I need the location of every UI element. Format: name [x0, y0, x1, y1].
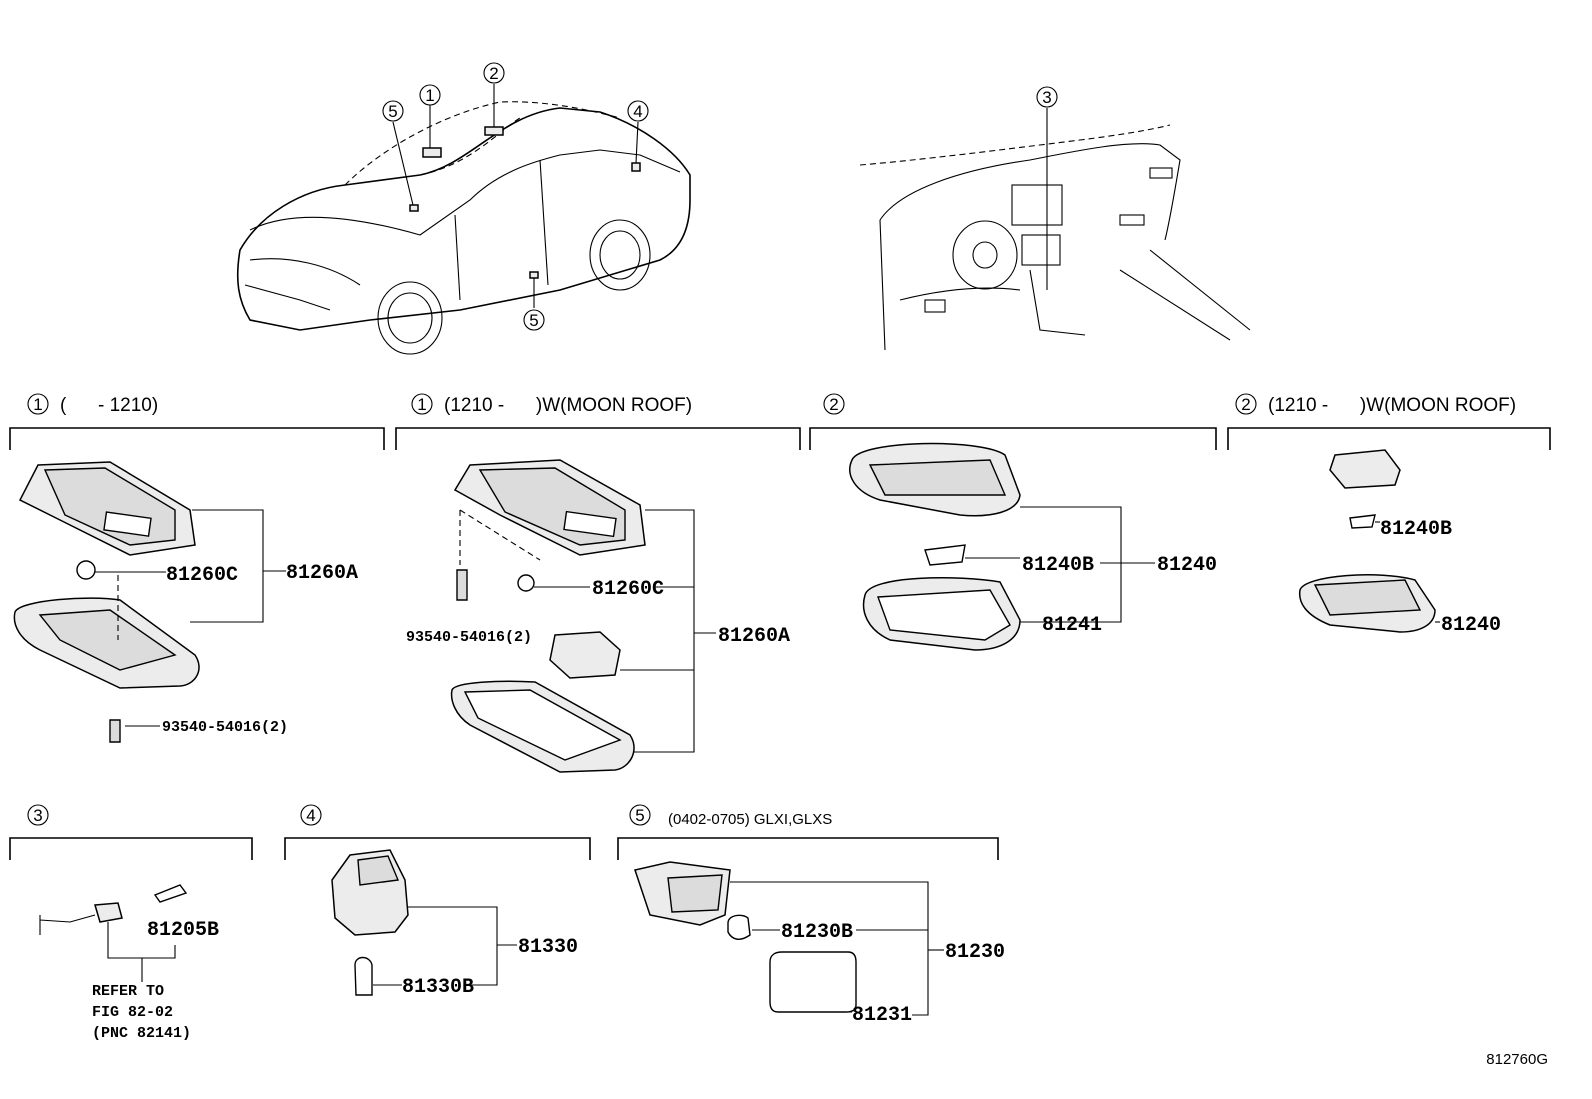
part-81260A-moonroof: 81260A	[718, 625, 790, 648]
section-2-moon-roof: 2 (1210 - )W(MOON ROOF) 81240B 81240	[1227, 393, 1551, 637]
figure-id: 812760G	[1486, 1051, 1548, 1068]
refer-note-line-1: REFER TO	[92, 983, 164, 1000]
refer-note-line-2: FIG 82-02	[92, 1004, 173, 1021]
part-81330: 81330	[518, 936, 578, 959]
car-overview-illustration	[236, 84, 691, 355]
part-93540-pre: 93540-54016(2)	[162, 719, 288, 736]
callout-circle-4	[627, 100, 649, 122]
section-1b-number: 1	[417, 395, 426, 414]
part-81230B: 81230B	[781, 921, 853, 944]
part-81241: 81241	[1042, 614, 1102, 637]
part-81240-standard: 81240	[1157, 554, 1217, 577]
part-81240B-standard: 81240B	[1022, 554, 1094, 577]
section-1b-title: (1210 - )W(MOON ROOF)	[444, 395, 692, 416]
section-1a-title: ( - 1210)	[60, 395, 158, 416]
part-93540-moonroof: 93540-54016(2)	[406, 629, 532, 646]
part-81330B: 81330B	[402, 976, 474, 999]
section-3-number: 3	[33, 806, 42, 825]
section-1-moon-roof: 1 (1210 - )W(MOON ROOF) 81260C 81260A 93…	[395, 393, 801, 773]
refer-note-line-3: (PNC 82141)	[92, 1025, 191, 1042]
part-81240B-moonroof: 81240B	[1380, 518, 1452, 541]
section-5-title: (0402-0705) GLXI,GLXS	[668, 811, 832, 828]
part-81260A-pre: 81260A	[286, 562, 358, 585]
section-1-pre-1210: 1 ( - 1210) 81260A 81260C 93540-54016(2)	[9, 393, 385, 743]
section-4-number: 4	[306, 806, 315, 825]
callout-label-2: 2	[489, 64, 498, 83]
callout-label-4: 4	[633, 102, 642, 121]
section-5-number: 5	[635, 806, 644, 825]
section-2b-title: (1210 - )W(MOON ROOF)	[1268, 395, 1516, 416]
callout-circle-2	[483, 62, 505, 84]
callout-label-5-top: 5	[388, 102, 397, 121]
section-2-standard: 2 81240B 81240 81241	[809, 393, 1217, 651]
part-81205B: 81205B	[147, 919, 219, 942]
part-81260C-pre: 81260C	[166, 564, 238, 587]
section-4: 4 81330 81330B	[284, 804, 591, 999]
part-81240-moonroof: 81240	[1441, 614, 1501, 637]
part-81231: 81231	[852, 1004, 912, 1027]
section-2b-number: 2	[1241, 395, 1250, 414]
section-2a-number: 2	[829, 395, 838, 414]
callout-circle-5-top	[382, 100, 404, 122]
callout-label-5-bottom: 5	[529, 311, 538, 330]
dashboard-illustration	[859, 108, 1251, 351]
section-1a-number: 1	[33, 395, 42, 414]
callout-label-1: 1	[425, 86, 434, 105]
callout-label-3: 3	[1042, 88, 1051, 107]
callout-circle-5-bottom	[523, 309, 545, 331]
callout-circle-1	[419, 84, 441, 106]
part-81260C-moonroof: 81260C	[592, 578, 664, 601]
callout-circle-3	[1036, 86, 1058, 108]
section-5: 5 (0402-0705) GLXI,GLXS 81230B 81230 812…	[617, 804, 1005, 1027]
section-3: 3 81205B REFER TO FIG 82-02 (PNC 82141)	[9, 804, 253, 1042]
part-81230: 81230	[945, 941, 1005, 964]
overview-callouts: 1 2 5 4 5 3	[382, 62, 1058, 331]
